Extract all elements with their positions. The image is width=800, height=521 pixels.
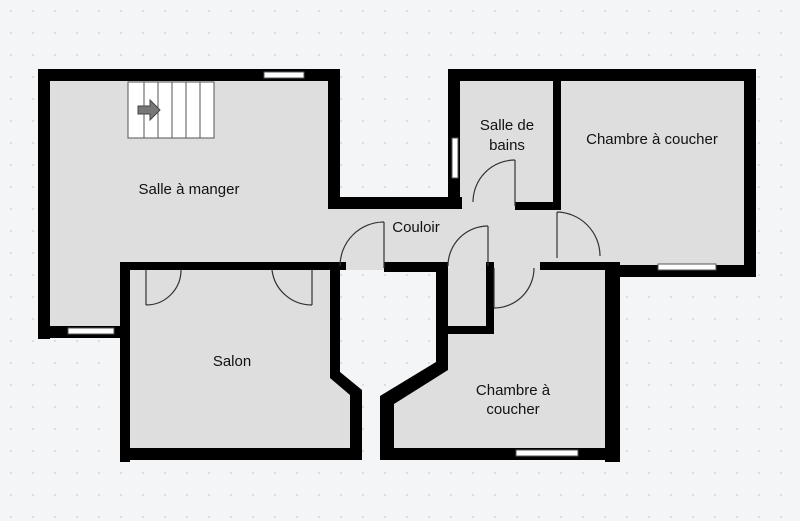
wall [436,262,448,332]
wall [380,448,620,460]
window-icon [657,263,717,271]
wall [448,69,756,81]
wall [384,262,444,272]
wall [605,262,620,462]
window-icon [515,449,579,457]
door-icon [339,221,385,268]
wall [380,330,448,460]
room-label-couloir: Couloir [392,219,440,236]
door-icon [472,159,516,206]
doors [145,159,601,309]
door-icon [145,269,182,306]
window-icon [451,137,459,179]
wall [120,448,362,460]
wall [328,197,462,209]
wall [744,69,756,277]
door-icon [493,267,535,309]
wall [330,262,362,460]
room-label-chambre-1: Chambre à coucher [586,131,718,148]
wall [605,265,756,277]
wall [515,202,561,210]
room-label-salle-de-bains-line1: Salle de [480,117,534,134]
room-label-salon: Salon [213,353,251,370]
room-label-chambre-2-line1: Chambre à [476,382,551,399]
window-icon [67,327,115,335]
room-label-salle-de-bains-line2: bains [489,137,525,154]
stair-direction-arrow-icon [137,98,161,122]
wall [328,69,340,209]
window-icon [263,71,305,79]
wall [436,326,494,334]
door-icon [447,225,489,267]
room-label-chambre-2-line2: coucher [486,401,539,418]
wall [38,69,50,339]
stairs-icon [127,81,215,139]
door-icon [271,269,313,306]
room-labels: Salle à manger Salle de bains Chambre à … [139,117,718,418]
wall [486,262,494,334]
wall [120,262,130,462]
windows [67,71,717,457]
room-label-salle-a-manger: Salle à manger [139,181,240,198]
wall [120,262,346,270]
wall [553,78,561,210]
door-icon [556,211,601,258]
wall [540,262,620,270]
